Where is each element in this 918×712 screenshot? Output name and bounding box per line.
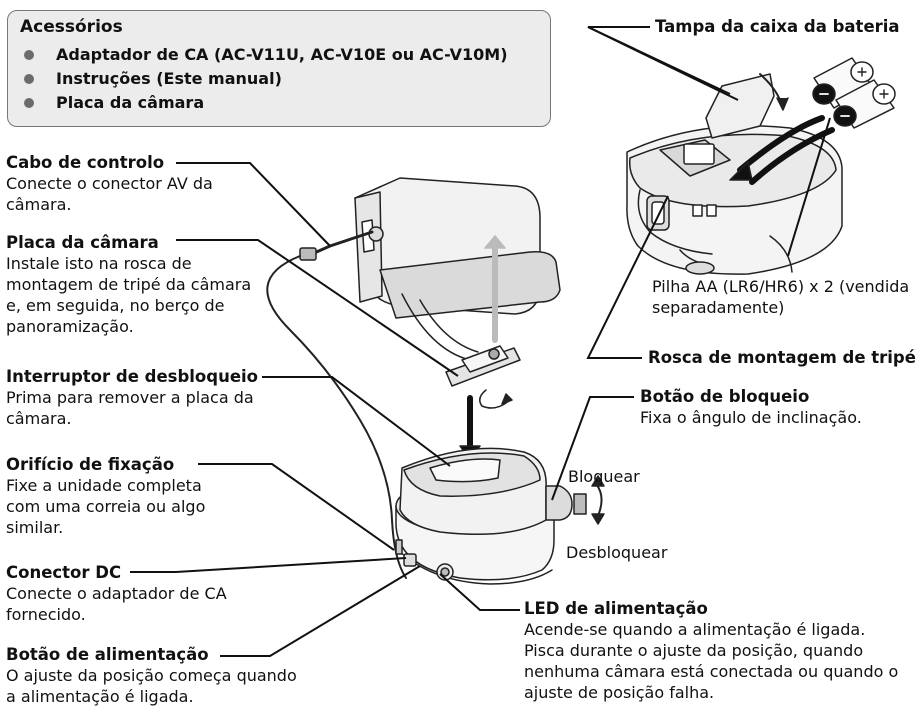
power-button-title: Botão de alimentação: [6, 645, 209, 664]
list-item: Adaptador de CA (AC-V11U, AC-V10E ou AC-…: [22, 44, 508, 68]
accessories-list: Adaptador de CA (AC-V11U, AC-V10E ou AC-…: [22, 44, 508, 116]
accessories-box: Acessórios Adaptador de CA (AC-V11U, AC-…: [7, 10, 551, 127]
power-button-desc: O ajuste da posição começa quando a alim…: [6, 666, 297, 706]
bullet-icon: [24, 74, 34, 84]
label-fixing-hole: Orifício de fixação Fixe a unidade compl…: [6, 454, 246, 538]
fixing-hole-desc: Fixe a unidade completa com uma correia …: [6, 476, 206, 537]
label-unlock: Desbloquear: [566, 543, 668, 562]
dc-connector-desc: Conecte o adaptador de CA fornecido.: [6, 584, 227, 624]
dc-connector-title: Conector DC: [6, 563, 122, 582]
bullet-icon: [24, 98, 34, 108]
aa-batteries-illustration: [812, 57, 896, 129]
list-item: Instruções (Este manual): [22, 68, 508, 92]
battery-cover-title: Tampa da caixa da bateria: [655, 17, 900, 36]
accessories-title: Acessórios: [20, 17, 123, 37]
label-lock: Bloquear: [568, 467, 640, 486]
list-item: Placa da câmara: [22, 92, 508, 116]
label-dc-connector: Conector DC Conecte o adaptador de CA fo…: [6, 562, 276, 625]
aa-battery-desc: Pilha AA (LR6/HR6) x 2 (vendida separada…: [652, 277, 910, 317]
label-release-switch: Interruptor de desbloqueio Prima para re…: [6, 366, 276, 429]
label-lock-knob: Botão de bloqueio Fixa o ângulo de incli…: [640, 386, 916, 428]
label-aa-battery: Pilha AA (LR6/HR6) x 2 (vendida separada…: [652, 276, 918, 318]
bullet-icon: [24, 50, 34, 60]
release-switch-desc: Prima para remover a placa da câmara.: [6, 388, 254, 428]
label-power-button: Botão de alimentação O ajuste da posição…: [6, 644, 306, 707]
camera-plate-desc: Instale isto na rosca de montagem de tri…: [6, 254, 252, 336]
control-cable-desc: Conecte o conector AV da câmara.: [6, 174, 213, 214]
label-power-led: LED de alimentação Acende-se quando a al…: [524, 598, 918, 703]
power-led-desc: Acende-se quando a alimentação é ligada.…: [524, 620, 899, 702]
label-control-cable: Cabo de controlo Conecte o conector AV d…: [6, 152, 266, 215]
release-switch-title: Interruptor de desbloqueio: [6, 367, 259, 386]
control-cable-title: Cabo de controlo: [6, 153, 165, 172]
fixing-hole-title: Orifício de fixação: [6, 455, 175, 474]
accessory-label: Placa da câmara: [56, 93, 205, 112]
power-led-title: LED de alimentação: [524, 599, 708, 618]
label-tripod-screw: Rosca de montagem de tripé: [648, 347, 918, 368]
label-camera-plate: Placa da câmara Instale isto na rosca de…: [6, 232, 266, 337]
tripod-screw-title: Rosca de montagem de tripé: [648, 348, 916, 367]
battery-base-illustration: [626, 124, 843, 275]
accessory-label: Instruções (Este manual): [56, 69, 282, 88]
camera-plate-title: Placa da câmara: [6, 233, 159, 252]
lock-knob-title: Botão de bloqueio: [640, 387, 810, 406]
label-battery-cover: Tampa da caixa da bateria: [655, 16, 917, 37]
camcorder-illustration: [354, 177, 561, 361]
cradle-illustration: [395, 447, 587, 585]
accessory-label: Adaptador de CA (AC-V11U, AC-V10E ou AC-…: [56, 45, 508, 64]
lock-knob-desc: Fixa o ângulo de inclinação.: [640, 408, 862, 427]
